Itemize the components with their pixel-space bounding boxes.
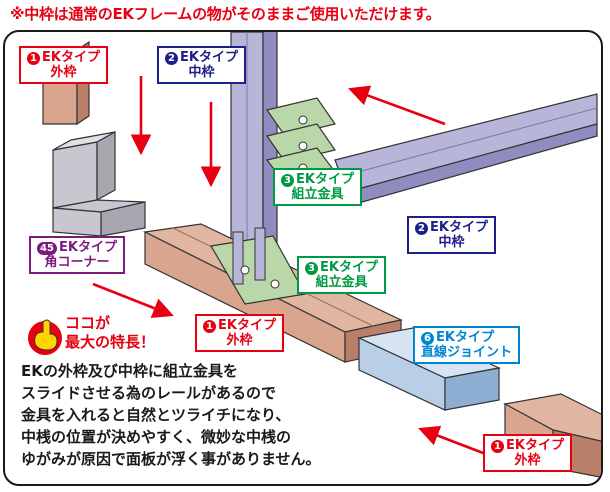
pointing-hand-icon <box>28 319 62 355</box>
note-text: ※中枠は通常のEKフレームの物がそのままご使用いただけます。 <box>10 5 441 23</box>
inner-frame-horizontal <box>334 93 598 205</box>
assembly-arrows <box>92 76 492 458</box>
corner-piece <box>52 130 146 237</box>
feature-description: EKの外枠及び中枠に組立金具を スライドさせる為のレールがあるので 金具を入れる… <box>21 362 321 468</box>
bracket-lower <box>210 227 306 305</box>
feature-callout: ココが 最大の特長！ <box>65 314 156 351</box>
